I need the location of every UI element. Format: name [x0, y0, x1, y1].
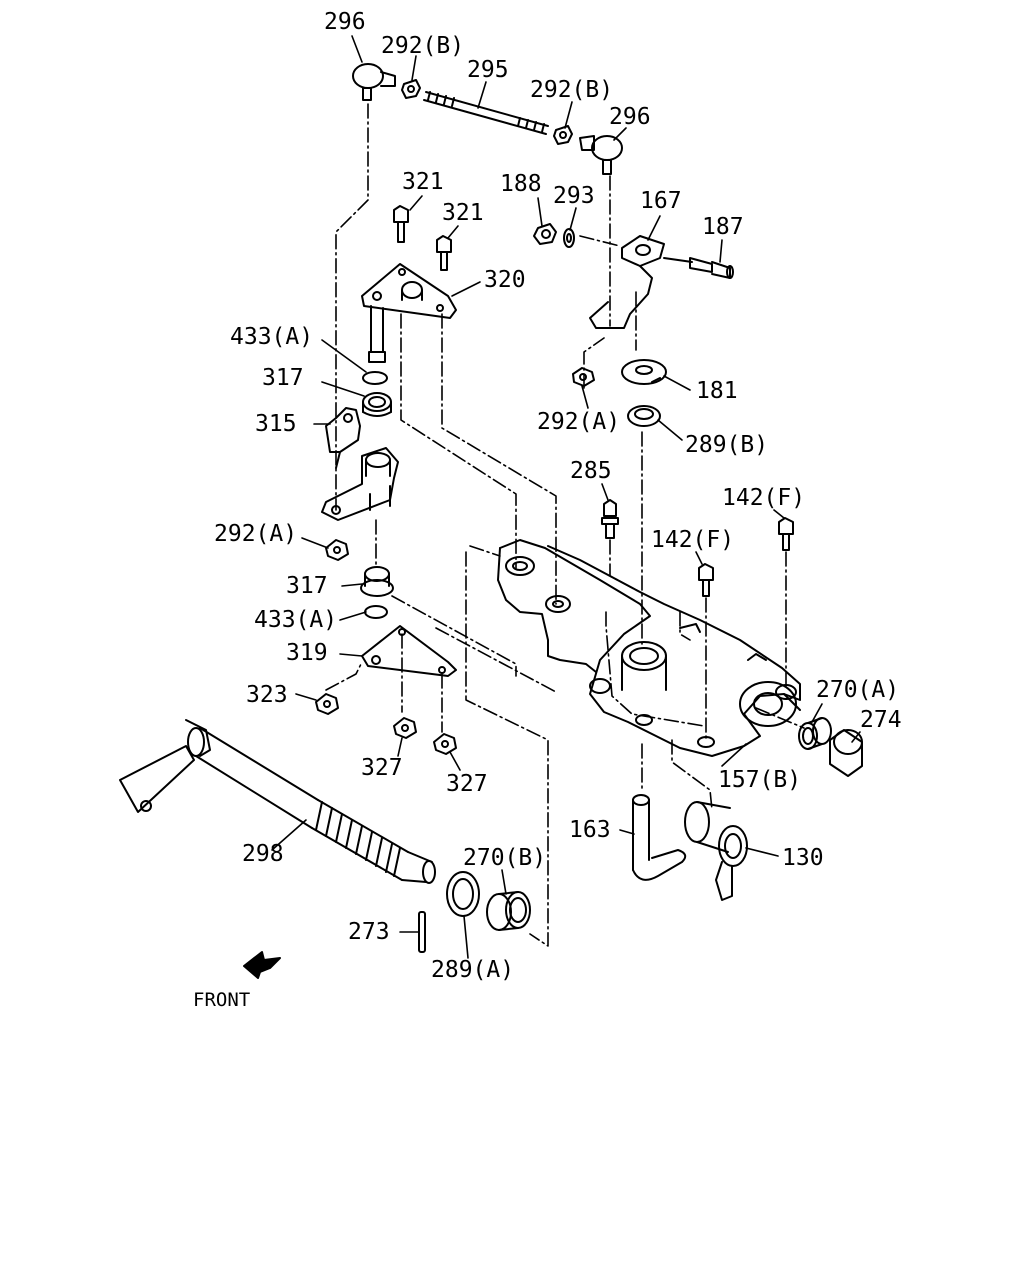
nut-292a-lower [326, 540, 348, 560]
bearing-270a [799, 718, 831, 749]
callout-319: 319 [286, 640, 328, 666]
washer-293 [564, 229, 574, 247]
bolt-142f-b [779, 518, 793, 550]
leader-lines [272, 36, 860, 958]
callout-323: 323 [246, 682, 288, 708]
callout-130: 130 [782, 845, 824, 871]
callout-433a-upper: 433(A) [230, 324, 314, 350]
callout-289a: 289(A) [431, 957, 515, 983]
callout-298: 298 [242, 841, 284, 867]
o-ring-433a-upper [363, 372, 387, 384]
bolt-321-b [437, 236, 451, 270]
seal-289b [628, 406, 660, 426]
centerlines [326, 104, 804, 946]
callout-296-left: 296 [324, 9, 366, 35]
callout-292a-lower: 292(A) [214, 521, 298, 547]
seal-289a [447, 872, 479, 916]
bearing-270b [487, 892, 530, 930]
callout-292b-right: 292(B) [530, 77, 614, 103]
bolt-321-a [394, 206, 408, 242]
spring-washer-181 [622, 360, 666, 384]
callout-295: 295 [467, 57, 509, 83]
lever-315 [322, 408, 398, 520]
callout-433a-lower: 433(A) [254, 607, 338, 633]
ball-joint-296-right [580, 136, 622, 174]
nut-292a-upper [573, 368, 594, 386]
lever-320 [362, 264, 456, 362]
nut-188 [534, 224, 556, 244]
callout-274: 274 [860, 707, 902, 733]
callout-187: 187 [702, 214, 744, 240]
o-ring-433a-lower [365, 606, 387, 618]
pin-163 [633, 795, 685, 880]
callout-320: 320 [484, 267, 526, 293]
callout-292a-upper: 292(A) [537, 409, 621, 435]
callout-327-b: 327 [446, 771, 488, 797]
pin-273 [419, 912, 425, 952]
pin-187 [690, 258, 733, 278]
callout-188: 188 [500, 171, 542, 197]
callout-273: 273 [348, 919, 390, 945]
shaft-298 [120, 720, 435, 883]
cap-274 [830, 730, 862, 776]
callout-142f-right: 142(F) [722, 485, 806, 511]
front-arrow-icon [244, 952, 280, 978]
callout-270a: 270(A) [816, 677, 900, 703]
callout-270b: 270(B) [463, 845, 547, 871]
nut-292b-right [554, 126, 572, 144]
callout-157b: 157(B) [718, 767, 802, 793]
housing-157b [498, 540, 800, 756]
callout-163: 163 [569, 817, 611, 843]
bolt-142f-a [699, 564, 713, 596]
ball-joint-296-left [353, 64, 395, 100]
callout-317-upper: 317 [262, 365, 304, 391]
callout-317-lower: 317 [286, 573, 328, 599]
callout-142f-left: 142(F) [651, 527, 735, 553]
bushing-317-upper [363, 393, 391, 416]
bushing-317-lower [361, 567, 393, 596]
nut-323 [316, 694, 338, 714]
callout-289b: 289(B) [685, 432, 769, 458]
callout-321-b: 321 [442, 200, 484, 226]
callout-181: 181 [696, 378, 738, 404]
callout-315: 315 [255, 411, 297, 437]
lever-167 [590, 236, 692, 328]
nut-327-b [434, 734, 456, 754]
shift-block-130 [685, 802, 747, 900]
callout-293: 293 [553, 183, 595, 209]
callout-321-a: 321 [402, 169, 444, 195]
callout-285: 285 [570, 458, 612, 484]
lever-319 [362, 626, 456, 676]
callout-327-a: 327 [361, 755, 403, 781]
nut-327-a [394, 718, 416, 738]
callout-292b-left: 292(B) [381, 33, 465, 59]
callout-167: 167 [640, 188, 682, 214]
callout-296-right: 296 [609, 104, 651, 130]
bolt-285 [602, 500, 618, 538]
tie-rod-295 [424, 92, 548, 134]
front-direction-label: FRONT [193, 989, 251, 1011]
nut-292b-left [402, 80, 420, 98]
